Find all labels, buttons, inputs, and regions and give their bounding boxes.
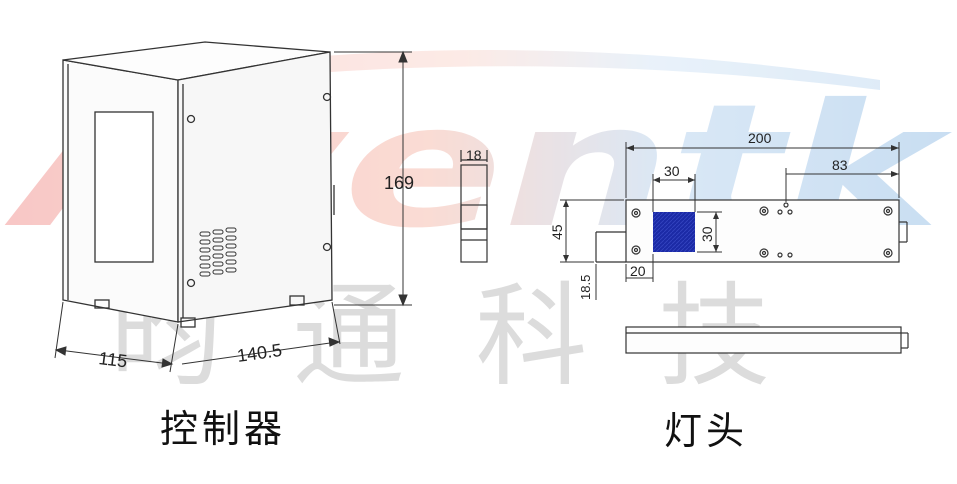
- controller-foot: [289, 295, 305, 306]
- lamp-top-view: [595, 199, 908, 263]
- lamp-dimension-arrows: [563, 145, 899, 262]
- lamp-window-height-label: 30: [699, 226, 715, 242]
- lamp-head-caption: 灯头: [664, 409, 749, 453]
- lamp-side-width-label: 18: [466, 147, 482, 163]
- controller-caption: 控制器: [160, 407, 287, 451]
- lamp-window-width-label: 30: [664, 163, 680, 179]
- screw-icon: [186, 114, 196, 124]
- lamp-step-label: 18.5: [578, 275, 593, 300]
- controller-depth-label: 140.5: [236, 340, 283, 366]
- lamp-side-view: [460, 150, 488, 263]
- controller-height-label: 169: [384, 173, 414, 193]
- controller-vent-grille: [199, 227, 237, 277]
- controller-display-window: [94, 111, 154, 263]
- lamp-offset-label: 83: [832, 157, 848, 173]
- controller-foot: [94, 299, 110, 309]
- screw-icon: [322, 242, 332, 252]
- lamp-front-view: [625, 326, 909, 354]
- screw-icon: [322, 92, 332, 102]
- controller-foot: [180, 317, 196, 328]
- controller-width-label: 115: [98, 348, 129, 371]
- controller-drawing: [62, 41, 335, 328]
- screw-icon: [186, 278, 196, 288]
- controller-dimensions: [54, 50, 412, 373]
- uv-emitting-window: [653, 212, 695, 252]
- lamp-height-label: 45: [549, 224, 565, 240]
- lamp-length-label: 200: [748, 130, 772, 146]
- lamp-bottom-offset-label: 20: [630, 263, 646, 279]
